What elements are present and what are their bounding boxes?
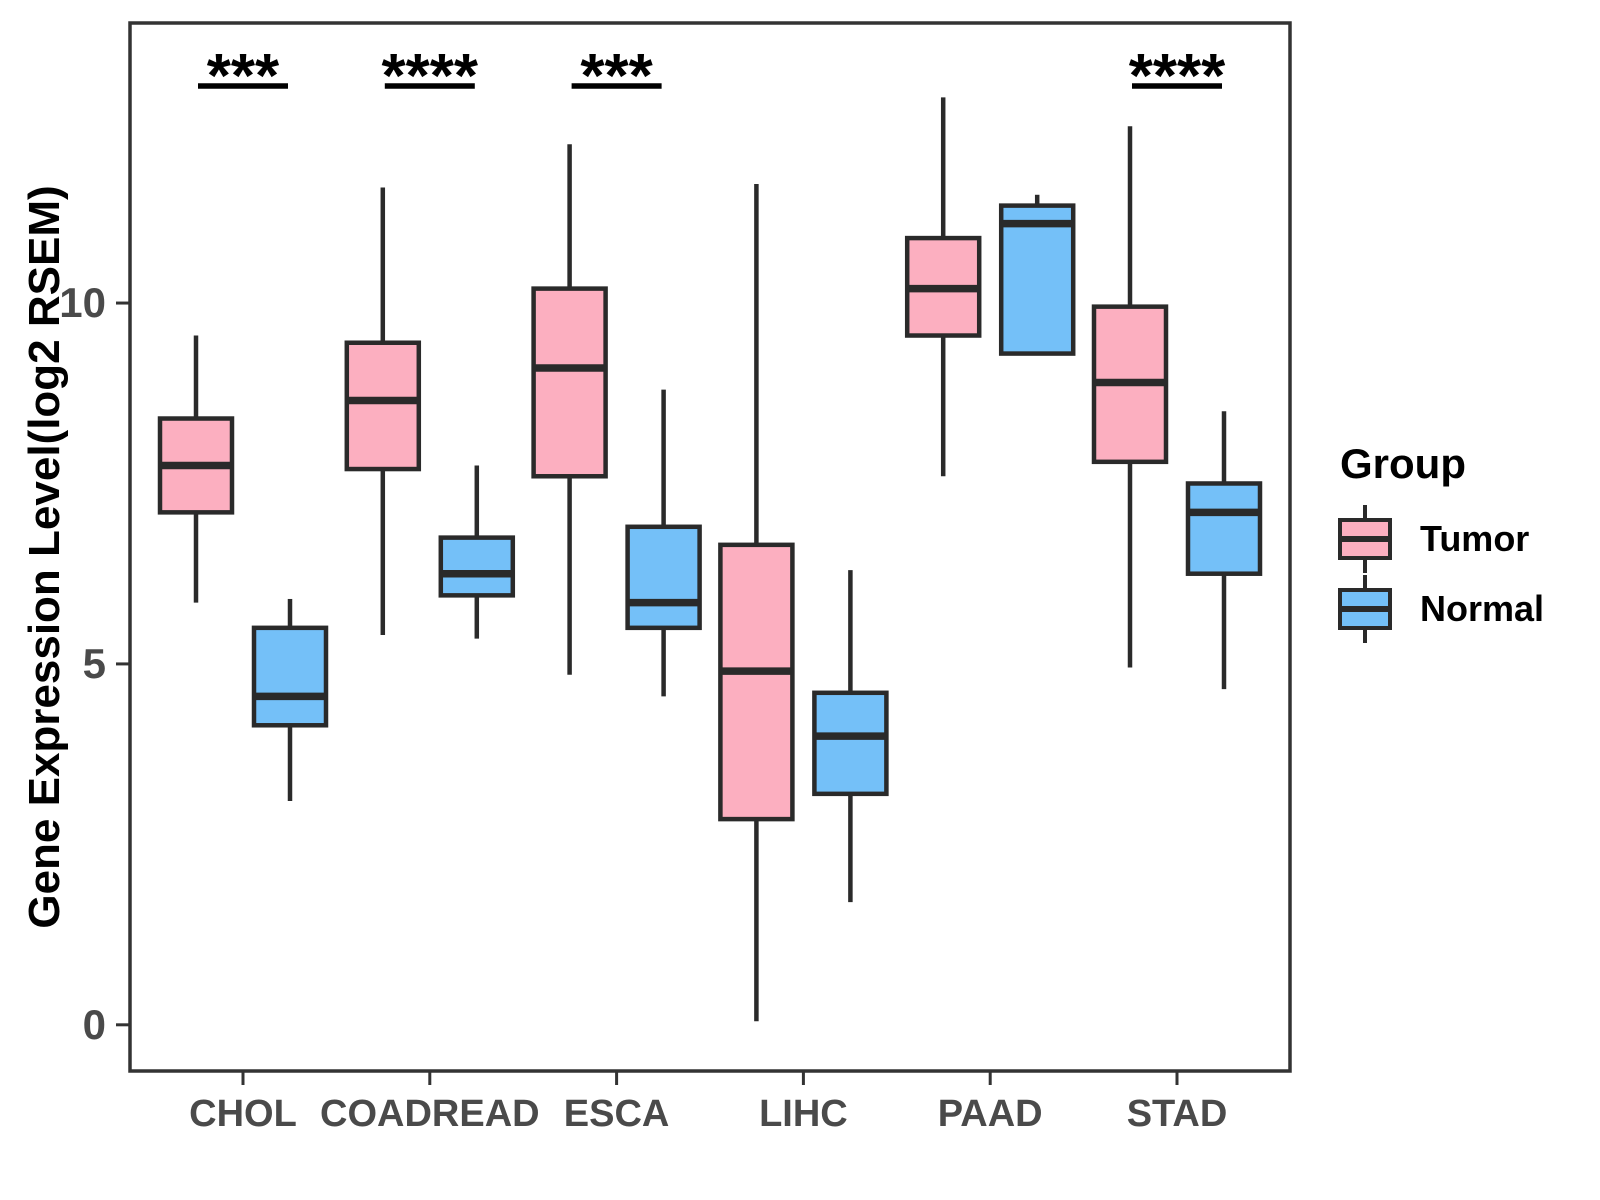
tumor-boxplot-glyph (1338, 505, 1392, 573)
iqr-box (438, 535, 516, 598)
box-COADREAD-Tumor (344, 187, 422, 636)
x-tick-label-CHOL: CHOL (189, 1093, 297, 1135)
box-CHOL-Normal (251, 598, 329, 802)
iqr-box (625, 524, 702, 631)
iqr-box (1185, 481, 1263, 576)
significance-stars-STAD: **** (1129, 42, 1226, 111)
legend: Group Tumor Normal (1336, 440, 1544, 644)
box-PAAD-Normal (998, 194, 1076, 356)
iqr-box (812, 690, 889, 797)
iqr-box (718, 542, 795, 822)
box-LIHC-Normal (812, 570, 889, 903)
iqr-box (344, 340, 422, 472)
x-tick-label-STAD: STAD (1127, 1093, 1228, 1135)
legend-item-normal: Normal (1336, 574, 1544, 644)
box-STAD-Normal (1185, 411, 1263, 690)
legend-label-normal: Normal (1420, 588, 1545, 629)
significance-stars-CHOL: *** (207, 42, 280, 111)
y-axis-title: Gene Expression Level(log2 RSEM) (20, 185, 69, 929)
box-LIHC-Tumor (718, 183, 795, 1022)
significance-stars-COADREAD: **** (382, 42, 479, 111)
x-tick-label-LIHC: LIHC (759, 1093, 848, 1135)
legend-title: Group (1340, 440, 1466, 487)
panel-border (128, 21, 1292, 1073)
iqr-box (251, 625, 329, 728)
iqr-box (531, 286, 608, 479)
box-ESCA-Tumor (531, 144, 608, 675)
x-tick-label-PAAD: PAAD (938, 1093, 1043, 1135)
significance-stars-ESCA: *** (580, 42, 653, 111)
box-CHOL-Tumor (157, 335, 235, 603)
box-STAD-Tumor (1091, 126, 1169, 668)
box-PAAD-Tumor (904, 97, 982, 477)
x-tick-label-ESCA: ESCA (564, 1093, 670, 1135)
legend-item-tumor: Tumor (1336, 504, 1544, 574)
y-tick-label-5: 5 (83, 640, 106, 687)
iqr-box (998, 203, 1076, 356)
normal-boxplot-glyph (1338, 575, 1392, 643)
y-tick-label-10: 10 (59, 279, 106, 326)
legend-label-tumor: Tumor (1420, 518, 1530, 559)
y-tick-label-0: 0 (83, 1001, 106, 1048)
box-COADREAD-Normal (438, 465, 516, 639)
x-tick-label-COADREAD: COADREAD (320, 1093, 540, 1135)
box-ESCA-Normal (625, 389, 702, 697)
